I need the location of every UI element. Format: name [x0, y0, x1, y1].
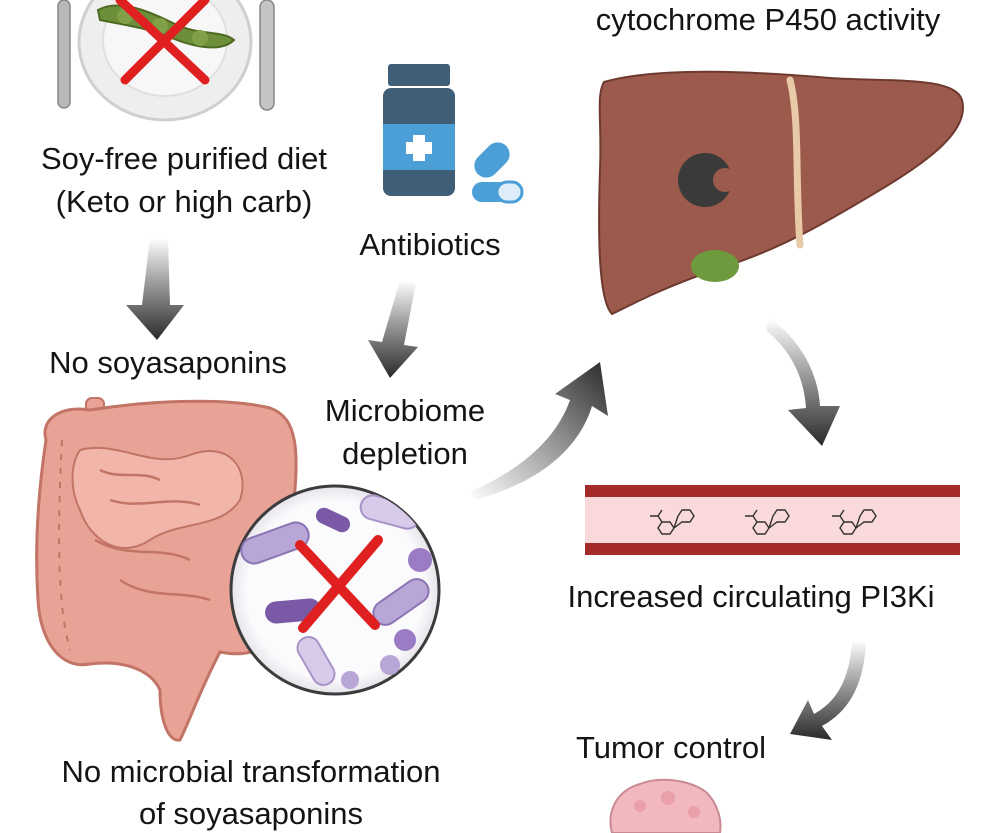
liver-icon	[598, 70, 965, 316]
arrow-antibiotics-to-depletion	[368, 280, 418, 378]
tumor-control-label: Tumor control	[575, 730, 767, 765]
diet-label-line2: (Keto or high carb)	[55, 184, 313, 219]
capsule-icon	[472, 142, 524, 204]
no-soyasaponins-label: No soyasaponins	[49, 345, 287, 380]
no-transformation-label-line2: of soyasaponins	[138, 796, 364, 831]
pi3k-inhibitor-molecule-icon	[650, 509, 877, 535]
intestine-icon	[35, 397, 298, 742]
arrow-vessel-to-tumor	[790, 640, 866, 740]
antibiotics-label: Antibiotics	[359, 227, 501, 262]
tumor-icon	[609, 778, 722, 833]
arrow-microbiome-to-liver	[470, 362, 608, 500]
knife-icon	[259, 0, 275, 111]
arrow-liver-to-vessel	[766, 318, 840, 446]
blood-vessel-icon	[585, 485, 960, 555]
medicine-bottle-icon	[383, 64, 455, 196]
no-transformation-label-line1: No microbial transformation	[61, 754, 441, 789]
fork-icon	[57, 0, 71, 109]
bacteria-magnifier-icon	[229, 484, 441, 696]
plate-soybean-icon	[77, 0, 253, 122]
arrow-diet-to-nosoy	[126, 238, 184, 340]
microbiome-label-line2: depletion	[342, 436, 468, 471]
cyp-activity-label: cytochrome P450 activity	[595, 2, 941, 37]
pi3ki-label: Increased circulating PI3Ki	[567, 579, 935, 614]
microbiome-label-line1: Microbiome	[324, 393, 486, 428]
diet-label-line1: Soy-free purified diet	[40, 141, 328, 176]
cyp-inhibition-icon	[678, 153, 737, 207]
cross-icon	[115, 0, 210, 85]
